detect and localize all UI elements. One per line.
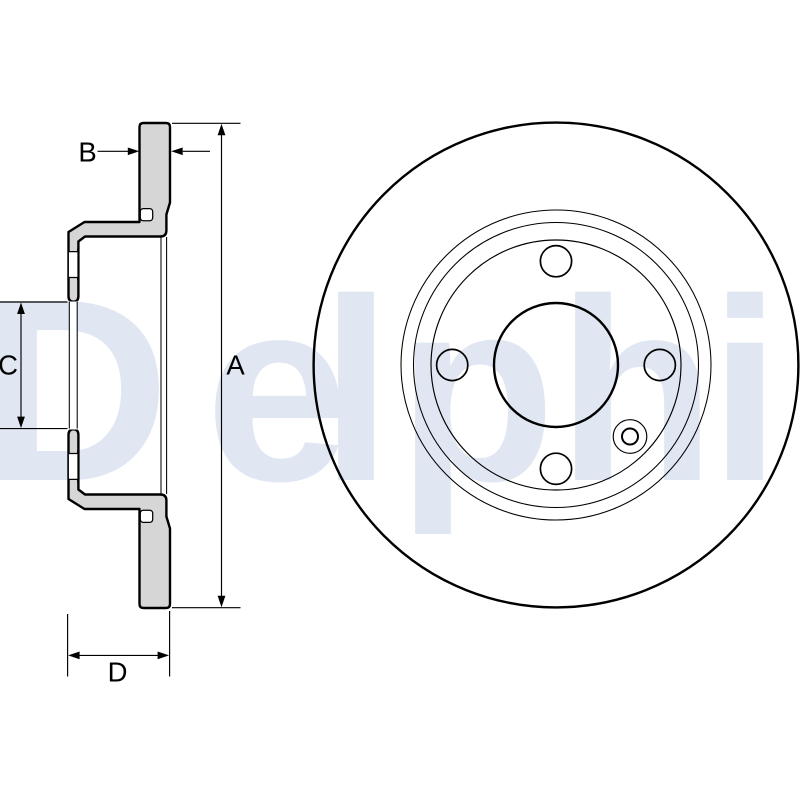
dim-d-arrow-right (157, 651, 170, 660)
dim-b-arrow-left (127, 147, 140, 156)
bolt-hole-bottom (539, 452, 573, 486)
dim-c-arrow-bottom (17, 416, 25, 429)
bolt-hole-top (539, 244, 573, 278)
dim-a: A (172, 122, 245, 609)
center-bore-circle (492, 301, 620, 429)
flange-edge-circle (430, 239, 682, 491)
locating-pin-hole-inner (621, 427, 639, 446)
dimension-annotations: B A C D (0, 122, 245, 688)
dim-c: C (0, 301, 68, 430)
front-view (312, 121, 800, 609)
relief-notch-top (139, 207, 154, 222)
bore-silhouette-lines (68, 302, 78, 429)
center-bore-opening (68, 301, 78, 430)
dim-label-a: A (226, 350, 245, 381)
dim-label-c: C (0, 350, 18, 381)
hat-step-circle (412, 221, 700, 509)
dim-d-arrow-left (68, 651, 80, 660)
section-view (67, 121, 172, 610)
dim-label-d: D (108, 657, 128, 688)
flange-hole-chamfers (67, 247, 79, 484)
dim-a-arrow-bottom (217, 595, 226, 608)
flange-bolt-hole-slot-bottom (67, 452, 79, 481)
disc-outer-edge-circle (312, 121, 800, 609)
bolt-hole-right (643, 348, 677, 382)
relief-notch-bottom (139, 509, 154, 524)
bolt-hole-left (435, 348, 469, 382)
dim-c-arrow-top (17, 302, 25, 314)
dim-b-arrow-right (171, 147, 183, 156)
flange-bolt-hole-slot-top (67, 250, 79, 279)
braking-band-inner-circle (400, 209, 712, 521)
dim-b: B (78, 137, 210, 168)
hat-silhouette-lines (160, 237, 168, 494)
locating-pin-hole-outer (612, 419, 648, 454)
watermark-text: Delphi (0, 246, 781, 537)
dim-label-b: B (78, 137, 96, 168)
dim-d: D (67, 611, 171, 688)
dim-a-arrow-top (217, 123, 226, 136)
